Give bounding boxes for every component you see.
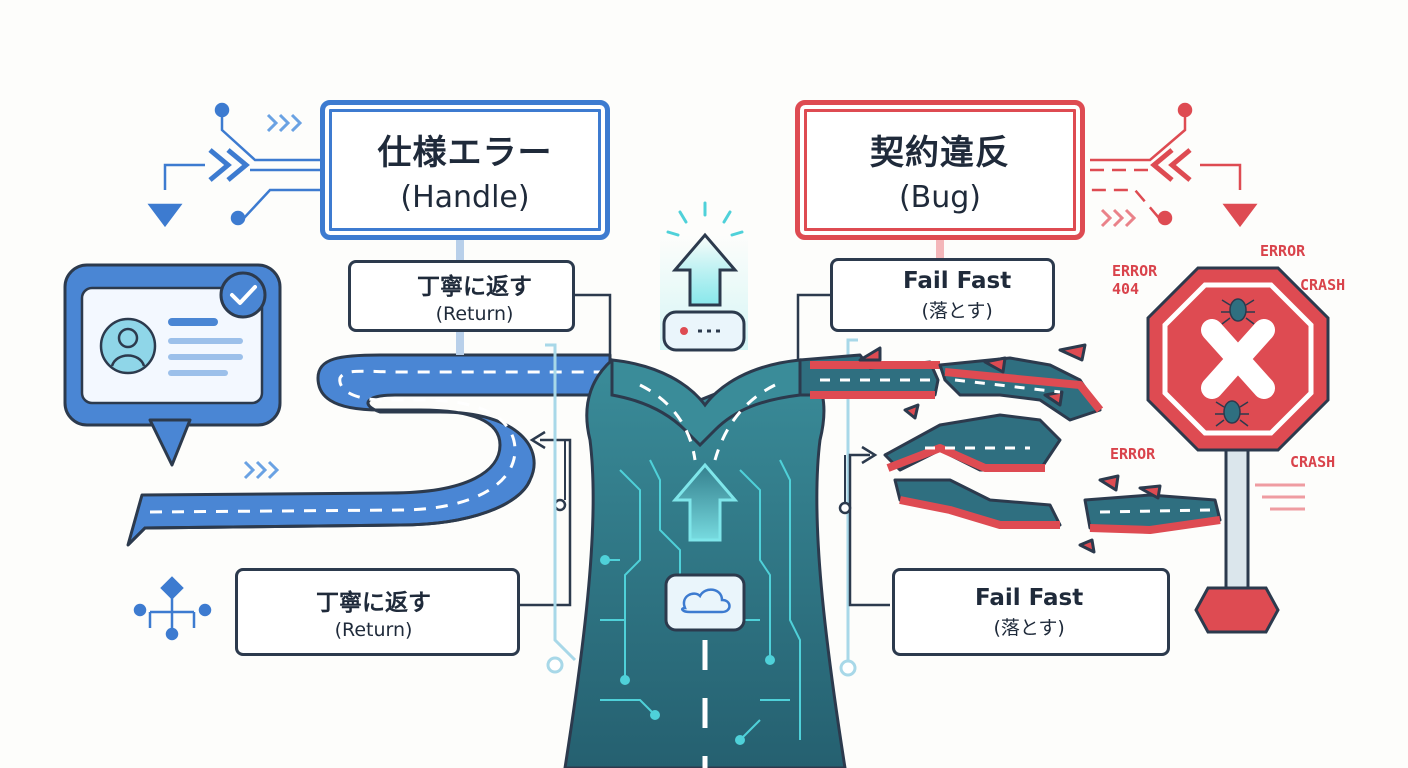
bug-sign-subtitle: (Bug) <box>898 180 982 215</box>
failfast-card-top-subtitle: (落とす) <box>921 299 993 322</box>
return-card-bottom: 丁寧に返す (Return) <box>235 568 520 656</box>
bug-icon <box>1215 298 1255 427</box>
bug-sign-title: 契約違反 <box>870 133 1010 173</box>
teal-fork-road <box>563 358 847 768</box>
return-card-bottom-subtitle: (Return) <box>334 619 413 641</box>
crash-label-1: CRASH <box>1300 276 1346 294</box>
handle-sign-subtitle: (Handle) <box>400 180 530 215</box>
error-label-1: ERROR <box>1260 242 1306 260</box>
error-label-404: ERROR 404 <box>1112 262 1158 298</box>
up-arrow-icon <box>671 462 739 542</box>
right-connectors <box>796 102 1305 607</box>
checkmark-icon <box>219 271 267 319</box>
bug-sign: 契約違反 (Bug) <box>795 100 1085 240</box>
broken-red-road <box>798 343 1222 554</box>
failfast-card-bottom: Fail Fast (落とす) <box>892 568 1170 656</box>
cloud-icon <box>664 573 746 632</box>
return-card-top: 丁寧に返す (Return) <box>348 260 575 332</box>
error-label-2: ERROR <box>1110 445 1156 463</box>
blue-winding-road <box>126 353 612 547</box>
return-card-top-title: 丁寧に返す <box>417 274 532 300</box>
handle-sign: 仕様エラー (Handle) <box>320 100 610 240</box>
failfast-card-bottom-subtitle: (落とす) <box>993 616 1065 639</box>
handle-sign-title: 仕様エラー <box>377 133 553 173</box>
failfast-card-top: Fail Fast (落とす) <box>830 258 1055 332</box>
right-dashes <box>820 378 1211 514</box>
crash-label-2: CRASH <box>1290 453 1336 471</box>
return-card-bottom-title: 丁寧に返す <box>316 590 431 616</box>
stop-sign-icon <box>1146 266 1330 634</box>
network-icon <box>133 576 212 641</box>
return-card-top-subtitle: (Return) <box>435 303 514 325</box>
failfast-card-top-title: Fail Fast <box>903 267 1012 294</box>
failfast-card-bottom-title: Fail Fast <box>975 584 1084 611</box>
router-icon <box>660 201 748 352</box>
circuit-traces <box>545 338 858 745</box>
